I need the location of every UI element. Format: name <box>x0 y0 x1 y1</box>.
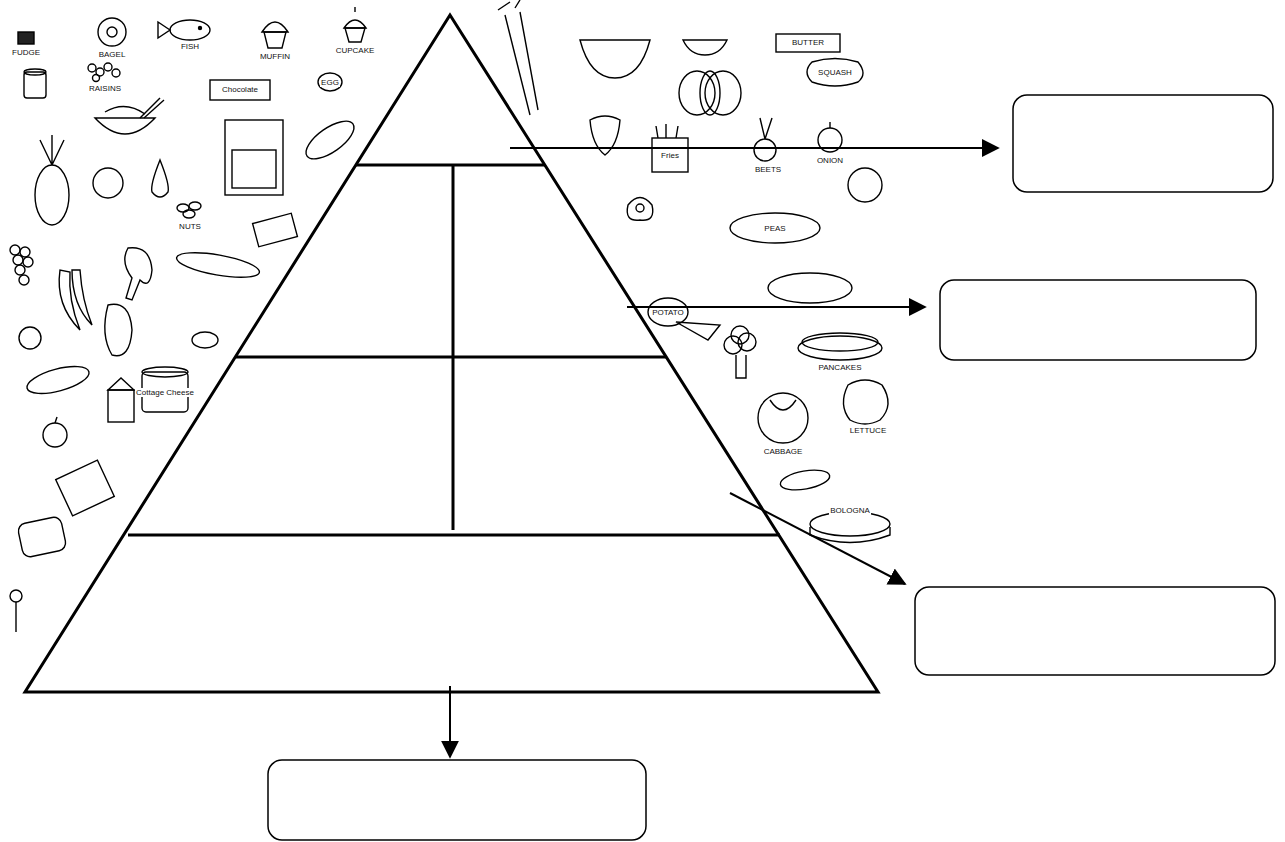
food-label: PANCAKES <box>818 363 863 372</box>
food-label: Chocolate <box>221 85 259 94</box>
food-label: BEETS <box>754 165 782 174</box>
food-drawings <box>10 0 890 632</box>
food-label: POTATO <box>651 308 685 317</box>
food-label: MUFFIN <box>259 52 291 61</box>
food-label: LETTUCE <box>849 426 887 435</box>
food-label: SQUASH <box>817 68 853 77</box>
food-label: RAISINS <box>88 84 122 93</box>
pyramid <box>25 15 878 692</box>
food-label: PEAS <box>763 224 786 233</box>
food-label: ONION <box>816 156 844 165</box>
food-label: Fries <box>660 151 680 160</box>
food-label: BOLOGNA <box>829 506 871 515</box>
food-label: EGG <box>320 78 340 87</box>
food-label: BUTTER <box>791 38 825 47</box>
food-label: FUDGE <box>11 48 41 57</box>
food-label: FISH <box>180 42 200 51</box>
food-label: CABBAGE <box>763 447 804 456</box>
food-label: BAGEL <box>98 50 127 59</box>
food-label: Cottage Cheese <box>135 388 195 397</box>
food-label: CUPCAKE <box>335 46 376 55</box>
food-label: NUTS <box>178 222 202 231</box>
answer-boxes <box>268 95 1275 840</box>
